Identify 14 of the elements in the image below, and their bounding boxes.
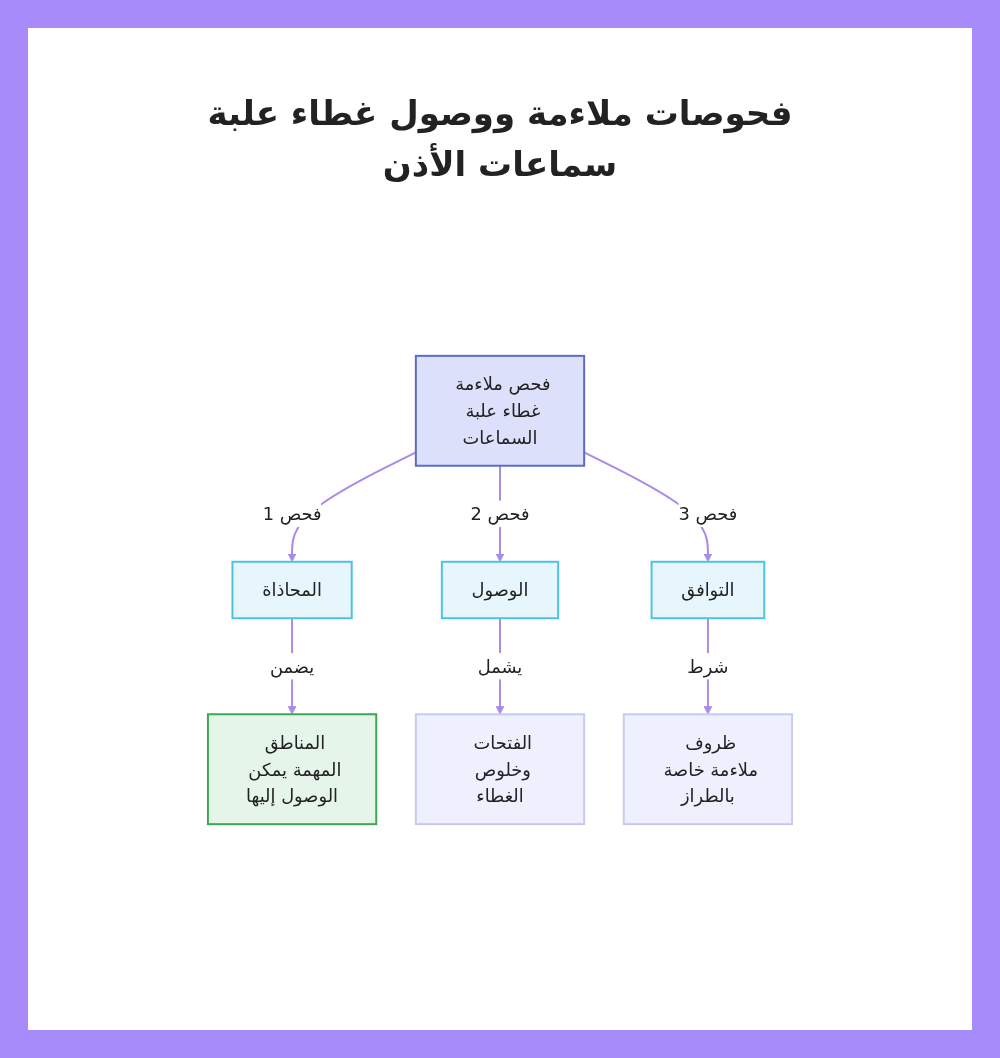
node-box: الوصول	[440, 560, 560, 620]
edge-label: فحص 1	[262, 503, 322, 525]
edge-label: فحص 3	[678, 503, 738, 525]
node-box: الفتحات وخلوص الغطاء	[414, 713, 586, 826]
edge-label: يشمل	[477, 655, 523, 677]
node-box: المناطق المهمة يمكن الوصول إليها	[206, 713, 378, 826]
node-box: المحاذاة	[231, 560, 353, 620]
edge-label: فحص 2	[470, 503, 530, 525]
edge-label: يضمن	[269, 655, 315, 677]
node-box: ظروف ملاءمة خاصة بالطراز	[622, 713, 794, 826]
diagram-title: فحوصات ملاءمة ووصول غطاء علبة سماعات الأذن	[206, 92, 794, 186]
node-box: فحص ملاءمة غطاء علبة السماعات	[414, 354, 586, 467]
node-box: التوافق	[650, 560, 766, 620]
edge-label: شرط	[687, 655, 729, 677]
